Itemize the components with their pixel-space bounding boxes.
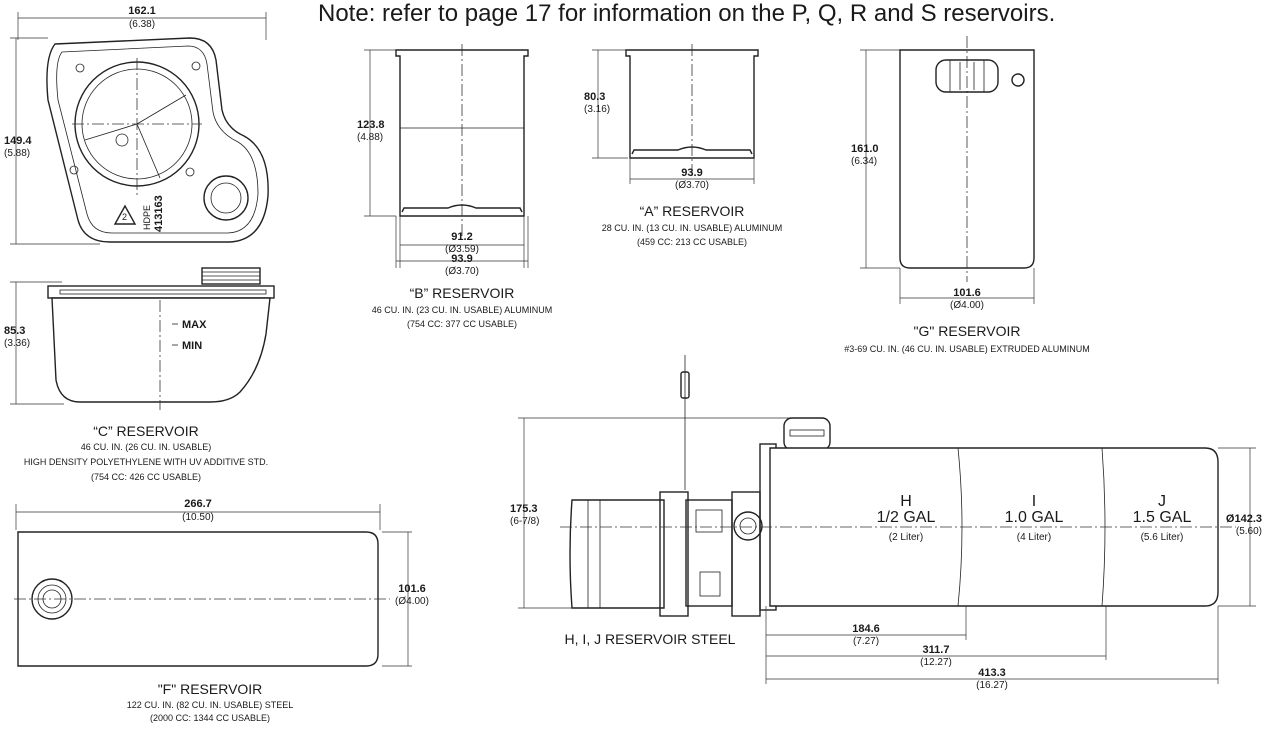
- i-liter: (4 Liter): [1017, 532, 1051, 543]
- j-gal: 1.5 GAL: [1133, 509, 1192, 526]
- h-liter: (2 Liter): [889, 532, 923, 543]
- c-min-label: MIN: [182, 340, 202, 352]
- b-outer-mm: 93.9: [451, 253, 472, 265]
- f-length-in: (10.50): [182, 512, 214, 523]
- b-reservoir: 123.8 (4.88) 91.2 (Ø3.59) 93.9 (Ø3.70) “…: [357, 44, 552, 329]
- c-reservoir-side-view: 85.3 (3.36) MAX MIN “C” RESERVOIR 46 CU.…: [4, 267, 275, 482]
- b-inner-mm: 91.2: [451, 231, 472, 243]
- i-length-mm: 311.7: [923, 644, 950, 656]
- a-line1: 28 CU. IN. (13 CU. IN. USABLE) ALUMINUM: [602, 223, 783, 233]
- h-length-in: (7.27): [853, 636, 879, 647]
- b-line2: (754 CC: 377 CC USABLE): [407, 319, 517, 329]
- g-width-mm: 101.6: [953, 287, 981, 299]
- j-letter: J: [1158, 493, 1166, 510]
- c-line2: HIGH DENSITY POLYETHYLENE WITH UV ADDITI…: [24, 457, 268, 467]
- hij-dia-mm: Ø142.3: [1226, 513, 1262, 525]
- g-height-in: (6.34): [851, 156, 877, 167]
- a-title: “A” RESERVOIR: [640, 203, 745, 219]
- f-title: "F" RESERVOIR: [158, 681, 263, 697]
- i-gal: 1.0 GAL: [1005, 509, 1064, 526]
- i-letter: I: [1032, 493, 1036, 510]
- hij-height-in: (6-7/8): [510, 516, 539, 527]
- h-letter: H: [900, 493, 912, 510]
- hij-dia-in: (5.60): [1236, 526, 1262, 537]
- j-liter: (5.6 Liter): [1141, 532, 1184, 543]
- c-depth-in: (5.88): [4, 148, 30, 159]
- recycle-code: 2: [122, 212, 127, 222]
- c-line3: (754 CC: 426 CC USABLE): [91, 472, 201, 482]
- h-gal: 1/2 GAL: [877, 509, 936, 526]
- g-title: "G" RESERVOIR: [914, 323, 1021, 339]
- page-note: Note: refer to page 17 for information o…: [318, 0, 1055, 27]
- f-length-mm: 266.7: [184, 498, 212, 510]
- h-length-mm: 184.6: [852, 623, 880, 635]
- recycle-symbol-icon: 2: [113, 204, 137, 225]
- i-length-in: (12.27): [920, 657, 952, 668]
- hij-reservoir-assembly: 175.3 (6-7/8) H 1/2 GAL (2 Liter) I 1.0 …: [510, 355, 1262, 691]
- c-width-in: (6.38): [129, 19, 155, 30]
- a-width-in: (Ø3.70): [675, 180, 709, 191]
- c-title: “C” RESERVOIR: [93, 423, 199, 439]
- a-line2: (459 CC: 213 CC USABLE): [637, 237, 747, 247]
- hij-height-mm: 175.3: [510, 503, 538, 515]
- c-mark-hdpe: HDPE: [142, 205, 152, 230]
- c-depth-mm: 149.4: [4, 135, 32, 147]
- g-line1: #3-69 CU. IN. (46 CU. IN. USABLE) EXTRUD…: [844, 344, 1090, 354]
- g-reservoir: 161.0 (6.34) 101.6 (Ø4.00) "G" RESERVOIR…: [844, 36, 1090, 354]
- a-reservoir: 80.3 (3.16) 93.9 (Ø3.70) “A” RESERVOIR 2…: [584, 44, 782, 247]
- a-height-mm: 80.3: [584, 91, 605, 103]
- f-reservoir: 266.7 (10.50) 101.6 (Ø4.00) "F" RESERVOI…: [14, 498, 429, 723]
- f-dia-mm: 101.6: [398, 583, 426, 595]
- b-height-in: (4.88): [357, 132, 383, 143]
- f-line2: (2000 CC: 1344 CC USABLE): [150, 713, 270, 723]
- c-reservoir-top-view: 162.1 (6.38) 149.4 (5.88) 2 HDPE: [4, 5, 269, 245]
- j-length-mm: 413.3: [978, 667, 1006, 679]
- b-line1: 46 CU. IN. (23 CU. IN. USABLE) ALUMINUM: [372, 305, 553, 315]
- g-width-in: (Ø4.00): [950, 300, 984, 311]
- f-dia-in: (Ø4.00): [395, 596, 429, 607]
- c-max-label: MAX: [182, 319, 207, 331]
- b-title: “B” RESERVOIR: [410, 285, 515, 301]
- b-height-mm: 123.8: [357, 119, 385, 131]
- c-mark-part: 413163: [153, 195, 165, 232]
- a-width-mm: 93.9: [681, 167, 702, 179]
- f-line1: 122 CU. IN. (82 CU. IN. USABLE) STEEL: [127, 700, 294, 710]
- c-height-in: (3.36): [4, 338, 30, 349]
- b-outer-in: (Ø3.70): [445, 266, 479, 277]
- a-height-in: (3.16): [584, 104, 610, 115]
- hij-title: H, I, J RESERVOIR STEEL: [565, 631, 736, 647]
- b-inner-in: (Ø3.59): [445, 244, 479, 255]
- c-width-mm: 162.1: [128, 5, 156, 17]
- c-height-mm: 85.3: [4, 325, 25, 337]
- c-line1: 46 CU. IN. (26 CU. IN. USABLE): [81, 442, 212, 452]
- g-height-mm: 161.0: [851, 143, 879, 155]
- j-length-in: (16.27): [976, 680, 1008, 691]
